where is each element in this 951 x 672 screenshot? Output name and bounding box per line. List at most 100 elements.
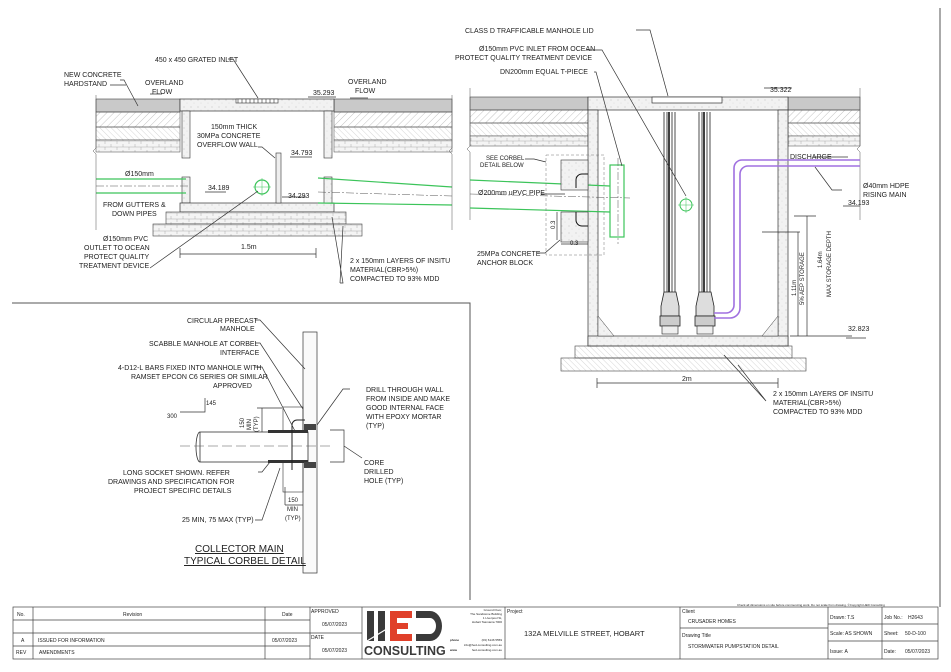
label-base-layers-left-2: MATERIAL(CBR>5%) <box>350 267 418 274</box>
approved-label: APPROVED <box>311 609 339 615</box>
label-anchor-block: 25MPa CONCRETE <box>477 251 541 258</box>
label-bars-2: RAMSET EPCON C6 SERIES OR SIMILAR <box>131 374 268 381</box>
sheet-date: 05/07/2023 <box>905 649 930 655</box>
dim-aep-storage-2: 5% AEP STORAGE <box>800 252 806 305</box>
label-overland-flow-right-2: FLOW <box>355 88 376 95</box>
dim-150-top-2: MIN <box>247 419 253 430</box>
label-bar-300: 300 <box>167 414 178 420</box>
label-base-layers-right-2: MATERIAL(CBR>5%) <box>773 400 841 407</box>
sheet-number: 50-D-100 <box>905 631 926 637</box>
rev-label: REV <box>16 650 27 656</box>
address-line: 1 Liverpool St, <box>483 616 502 620</box>
drawing-title: STORMWATER PUMPSTATION DETAIL <box>688 644 779 650</box>
label-rising-main-2: RISING MAIN <box>863 192 907 199</box>
label-socket-2: DRAWINGS AND SPECIFICATION FOR <box>108 479 234 486</box>
rev-a-date: 05/07/2023 <box>272 638 297 644</box>
label-base-layers-right: 2 x 150mm LAYERS OF INSITU <box>773 391 873 398</box>
client-name: CRUSADER HOMES <box>688 619 736 625</box>
level-base: 32.823 <box>848 326 870 333</box>
label-overflow-wall-2: 30MPa CONCRETE <box>197 133 261 140</box>
level-top-left: 35.293 <box>313 90 335 97</box>
label-scabble-2: INTERFACE <box>220 350 260 357</box>
label-corbel-ref: SEE CORBEL <box>486 156 525 162</box>
dim-150-top: 150 <box>240 417 246 428</box>
dim-max-storage-2: MAX STORAGE DEPTH <box>827 231 833 297</box>
col-revision: Revision <box>123 612 142 618</box>
label-hardstand-2: HARDSTAND <box>64 81 107 88</box>
label-uPVC-pipe: Ø200mm uPVC PIPE <box>478 190 545 197</box>
label-pipe-dia: Ø150mm <box>125 171 154 178</box>
logo-wordmark: CONSULTING <box>364 644 446 658</box>
address-line: Ground Floor, <box>484 608 503 612</box>
drawing-title-label: Drawing Title <box>682 633 711 639</box>
label-inlet-note-2: PROTECT QUALITY TREATMENT DEVICE <box>455 55 592 62</box>
scale: Scale: AS SHOWN <box>830 631 873 637</box>
dim-150-bottom-2: MIN <box>287 507 298 513</box>
rev-a-description: ISSUED FOR INFORMATION <box>38 638 105 644</box>
rev-a: A <box>21 638 25 644</box>
label-precast: CIRCULAR PRECAST <box>187 318 259 325</box>
email-link[interactable]: info@hed-consulting.com.au <box>464 643 502 647</box>
label-drill-5: (TYP) <box>366 423 384 430</box>
amendments-label: AMENDMENTS <box>39 650 75 656</box>
pump-icon <box>659 291 681 335</box>
address-line: Hobart Tasmania 7000 <box>472 620 502 624</box>
label-outlet: Ø150mm PVC <box>103 236 148 243</box>
overflow-wall <box>275 152 282 204</box>
pump-icon <box>694 291 716 335</box>
sheet-label: Sheet: <box>884 631 898 637</box>
phone-label: phone <box>450 638 459 642</box>
job-label: Job No.: <box>884 615 903 621</box>
label-precast-2: MANHOLE <box>220 326 255 333</box>
label-overland-flow-left-2: FLOW <box>152 89 173 96</box>
detail-title: COLLECTOR MAIN <box>195 544 284 555</box>
level-inlet: 34.189 <box>208 185 230 192</box>
label-from-gutters-2: DOWN PIPES <box>112 211 157 218</box>
client-label: Client <box>682 609 695 615</box>
t-piece <box>609 164 625 238</box>
label-drill-4: WITH EPOXY MORTAR <box>366 414 441 421</box>
manhole-lid <box>651 96 723 104</box>
web-label: www <box>449 648 458 652</box>
issue: Issue: A <box>830 649 848 655</box>
detail-title-2: TYPICAL CORBEL DETAIL <box>184 556 306 567</box>
website-link[interactable]: hed-consulting.com.au <box>472 648 503 652</box>
dim-150-bottom-3: (TYP) <box>285 516 301 522</box>
label-grated-inlet: 450 x 450 GRATED INLET <box>155 57 239 64</box>
sheet-date-label: Date: <box>884 649 896 655</box>
level-overflow-wall: 34.793 <box>291 150 313 157</box>
col-date: Date <box>282 612 293 618</box>
label-overflow-wall-3: OVERFLOW WALL <box>197 142 258 149</box>
label-drill-2: FROM INSIDE AND MAKE <box>366 396 450 403</box>
phone: (03) 6146 5559 <box>482 638 503 642</box>
dim-max-storage: 1.64m <box>818 251 824 268</box>
label-anchor-block-2: ANCHOR BLOCK <box>477 260 533 267</box>
label-manhole-lid: CLASS D TRAFFICABLE MANHOLE LID <box>465 28 594 35</box>
drawn-by: Drawn: T.S <box>830 615 855 621</box>
label-inlet-note: Ø150mm PVC INLET FROM OCEAN <box>479 46 595 53</box>
project-label: Project <box>507 609 523 615</box>
label-rising-main: Ø40mm HDPE <box>863 183 910 190</box>
grate-icon <box>235 98 279 104</box>
col-no: No. <box>17 612 25 618</box>
dim-150-bottom: 150 <box>288 498 299 504</box>
project-name: 132A MELVILLE STREET, HOBART <box>524 629 645 638</box>
label-base-layers-right-3: COMPACTED TO 93% MDD <box>773 409 862 416</box>
level-top-right: 35.322 <box>770 87 792 94</box>
label-scabble: SCABBLE MANHOLE AT CORBEL <box>149 341 259 348</box>
label-outlet-3: PROTECT QUALITY <box>84 254 150 261</box>
dim-0-3-horizontal: 0.3 <box>570 241 579 247</box>
address-line: The Sandstone Building <box>470 612 502 616</box>
label-core-2: DRILLED <box>364 469 394 476</box>
label-from-gutters: FROM GUTTERS & <box>103 202 166 209</box>
label-drill: DRILL THROUGH WALL <box>366 387 444 394</box>
label-corbel-ref-2: DETAIL BELOW <box>480 163 524 169</box>
label-overflow-wall: 150mm THICK <box>211 124 257 131</box>
dim-pump-pit-width: 2m <box>682 376 692 383</box>
label-overland-flow-right: OVERLAND <box>348 79 387 86</box>
label-base-layers-left: 2 x 150mm LAYERS OF INSITU <box>350 258 450 265</box>
company-logo: CONSULTING <box>364 611 446 658</box>
label-t-piece: DN200mm EQUAL T-PIECE <box>500 69 588 76</box>
label-socket-3: PROJECT SPECIFIC DETAILS <box>134 488 232 495</box>
